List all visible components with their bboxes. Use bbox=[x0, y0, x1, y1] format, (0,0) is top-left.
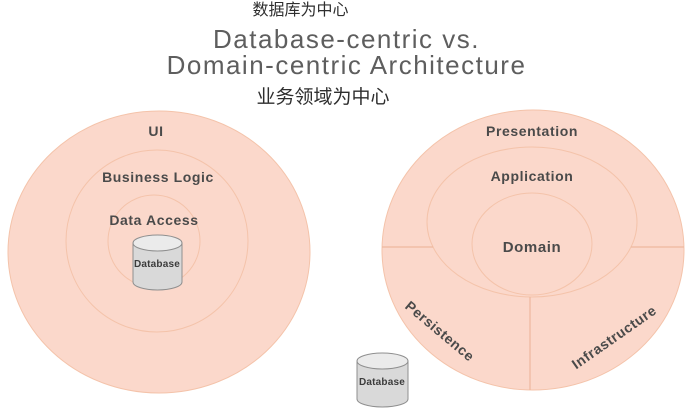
cylinder-body bbox=[132, 243, 183, 291]
cylinder-top bbox=[132, 234, 183, 252]
right-outer-ring bbox=[381, 109, 685, 391]
title-line-2: Domain-centric Architecture bbox=[166, 50, 527, 80]
caption-database-centric: 数据库为中心 bbox=[252, 2, 349, 19]
database-centric-diagram: UI Business Logic Data Access Database bbox=[7, 110, 311, 394]
domain-centric-diagram: Presentation Application Domain Persiste… bbox=[356, 109, 685, 408]
ring-label-application: Application bbox=[491, 168, 574, 184]
right-inner-ring bbox=[471, 192, 593, 296]
ring-label-data-access: Data Access bbox=[109, 212, 198, 228]
right-middle-ring bbox=[426, 146, 638, 298]
database-label: Database bbox=[359, 377, 405, 388]
left-middle-ring bbox=[65, 149, 249, 333]
ring-label-ui: UI bbox=[148, 123, 163, 139]
caption-domain-centric: 业务领域为中心 bbox=[256, 87, 390, 108]
external-database-cylinder-icon: Database bbox=[356, 352, 409, 408]
page-title: Database-centric vs. Domain-centric Arch… bbox=[0, 26, 693, 78]
ring-label-presentation: Presentation bbox=[486, 123, 578, 139]
cylinder-body bbox=[356, 361, 409, 408]
database-cylinder-icon: Database bbox=[132, 234, 183, 291]
ring-label-business-logic: Business Logic bbox=[102, 169, 214, 185]
title-line-1: Database-centric vs. bbox=[213, 24, 480, 54]
cylinder-top bbox=[356, 352, 409, 370]
database-label: Database bbox=[134, 259, 180, 270]
ring-label-domain: Domain bbox=[503, 239, 562, 256]
